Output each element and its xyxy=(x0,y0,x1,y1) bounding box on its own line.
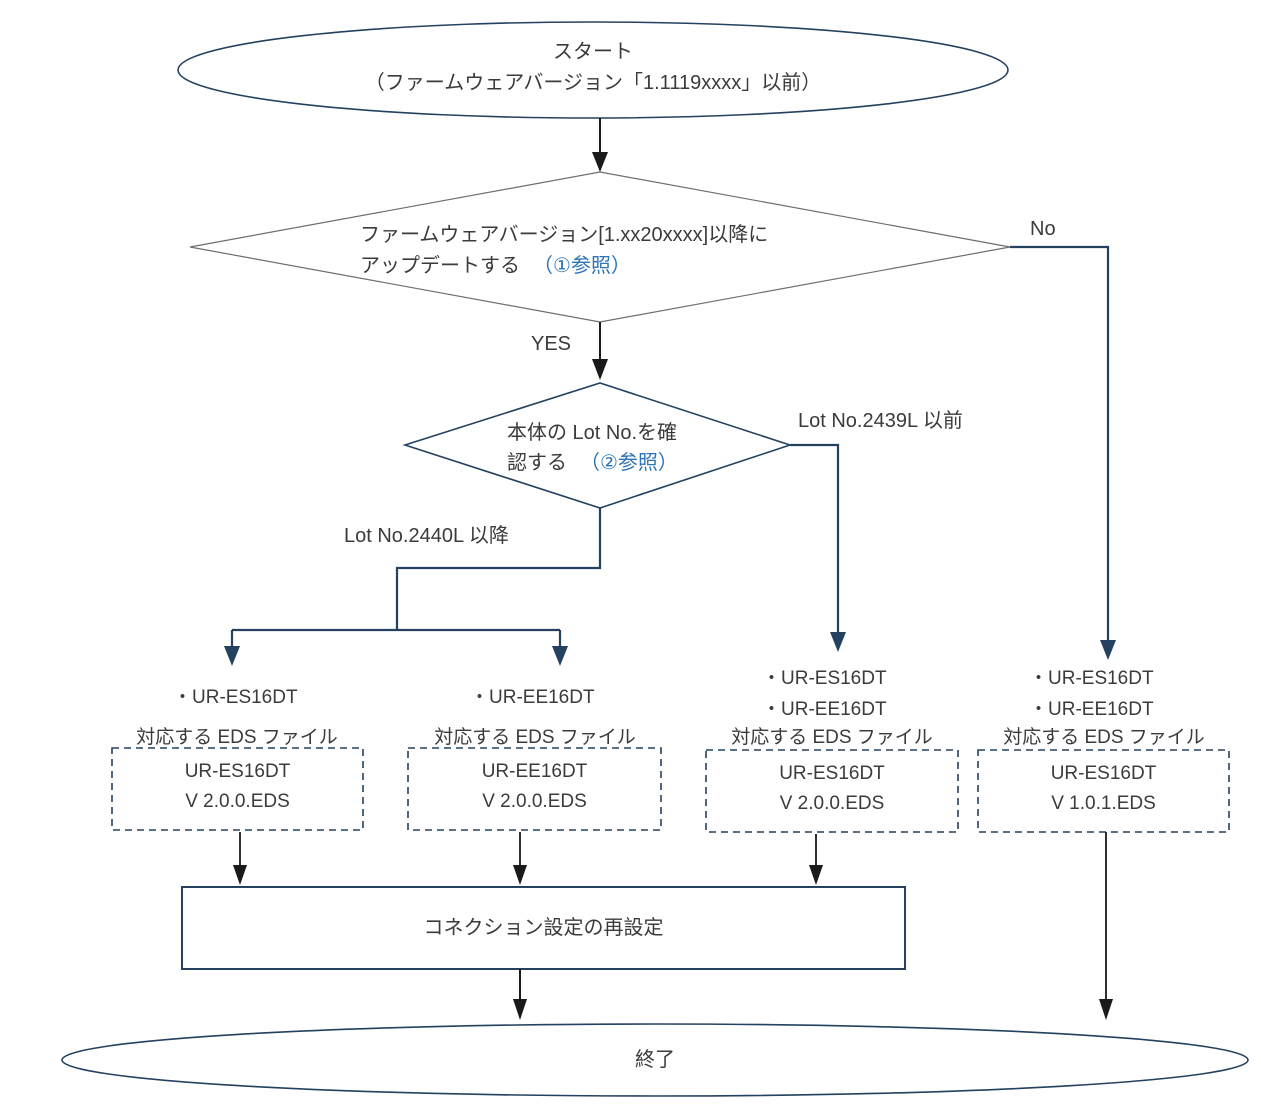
arrowhead-eds1-to-process xyxy=(233,865,247,885)
end-terminator-shape xyxy=(61,1023,1249,1097)
column1-model-1: ・UR-ES16DT xyxy=(173,687,298,708)
column2-eds-file: UR-EE16DT V 2.0.0.EDS xyxy=(408,757,661,817)
column3-caption: 対応する EDS ファイル xyxy=(731,727,933,748)
column2-models: ・UR-EE16DT xyxy=(470,682,595,713)
start-terminator-shape xyxy=(177,21,1009,119)
column4-eds-line2: V 1.0.1.EDS xyxy=(1051,793,1156,814)
connector-lot-after xyxy=(395,508,602,630)
column1-eds-line2: V 2.0.0.EDS xyxy=(185,791,290,812)
column4-eds-file: UR-ES16DT V 1.0.1.EDS xyxy=(978,759,1229,819)
arrowhead-lot-before xyxy=(830,632,846,652)
process-box-label: コネクション設定の再設定 xyxy=(423,917,664,939)
lot-before-branch-label: Lot No.2439L 以前 xyxy=(798,410,963,432)
column2-caption: 対応する EDS ファイル xyxy=(434,727,636,748)
process-box xyxy=(181,886,906,970)
column2-eds-line2: V 2.0.0.EDS xyxy=(482,791,587,812)
arrowhead-process-to-end xyxy=(513,999,527,1020)
start-line2: （ファームウェアバージョン「1.1119xxxx」以前） xyxy=(364,72,822,94)
column3-model-1: ・UR-ES16DT xyxy=(762,668,887,689)
arrowhead-start-to-decision1 xyxy=(592,152,608,172)
decision-lot-label: 本体の Lot No.を確 認する（②参照） xyxy=(507,418,678,478)
column1-caption: 対応する EDS ファイル xyxy=(136,727,338,748)
column3-eds-line2: V 2.0.0.EDS xyxy=(779,793,885,814)
connector-lot-before xyxy=(790,443,840,634)
branch-connectors xyxy=(224,245,1116,666)
arrowhead-no-branch xyxy=(1100,640,1116,660)
eds-box-2 xyxy=(407,747,662,831)
column4-caption: 対応する EDS ファイル xyxy=(1003,727,1205,748)
reference-2-link: （②参照） xyxy=(580,452,678,474)
arrowhead-eds3-to-process xyxy=(809,865,823,885)
start-line1: スタート xyxy=(553,41,633,63)
column1-eds-line1: UR-ES16DT xyxy=(184,761,291,782)
yes-branch-label: YES xyxy=(531,333,572,355)
arrowhead-eds2-to-process xyxy=(513,865,527,885)
column3-models: ・UR-ES16DT ・UR-EE16DT xyxy=(762,663,887,725)
connector-no-branch xyxy=(1010,245,1110,642)
decision-firmware-line2: アップデートする（①参照） xyxy=(360,255,631,277)
lot-after-branch-label: Lot No.2440L 以降 xyxy=(344,525,509,547)
column3-eds-file: UR-ES16DT V 2.0.0.EDS xyxy=(706,759,958,819)
column3-model-2: ・UR-EE16DT xyxy=(762,699,887,720)
main-flow-arrows xyxy=(233,118,1113,1020)
arrowhead-yes-to-decision2 xyxy=(592,359,608,380)
column1-eds-file: UR-ES16DT V 2.0.0.EDS xyxy=(112,757,363,817)
decision-firmware-line1: ファームウェアバージョン[1.xx20xxxx]以降に xyxy=(360,224,769,246)
column2-eds-line1: UR-EE16DT xyxy=(481,761,588,782)
arrowhead-eds4-to-end xyxy=(1099,999,1113,1020)
eds-box-4 xyxy=(977,749,1230,833)
column1-models: ・UR-ES16DT xyxy=(173,682,298,713)
eds-box-1 xyxy=(111,747,364,831)
end-terminator-label: 終了 xyxy=(635,1049,675,1071)
column4-eds-line1: UR-ES16DT xyxy=(1050,763,1157,784)
column4-models: ・UR-ES16DT ・UR-EE16DT xyxy=(1029,663,1154,725)
column2-model-1: ・UR-EE16DT xyxy=(470,687,595,708)
start-terminator-label: スタート （ファームウェアバージョン「1.1119xxxx」以前） xyxy=(178,37,1008,99)
column4-model-2: ・UR-EE16DT xyxy=(1029,699,1154,720)
decision-lot-line1: 本体の Lot No.を確 xyxy=(507,422,678,444)
no-branch-label: No xyxy=(1030,218,1056,240)
arrowhead-split-right xyxy=(552,646,568,666)
reference-1-link: （①参照） xyxy=(533,255,631,277)
column4-model-1: ・UR-ES16DT xyxy=(1029,668,1154,689)
arrowhead-split-left xyxy=(224,646,240,666)
decision-lot-line2: 認する（②参照） xyxy=(507,452,678,474)
decision-firmware-label: ファームウェアバージョン[1.xx20xxxx]以降に アップデートする（①参照… xyxy=(360,220,768,282)
eds-box-3 xyxy=(705,749,959,833)
column3-eds-line1: UR-ES16DT xyxy=(779,763,885,784)
